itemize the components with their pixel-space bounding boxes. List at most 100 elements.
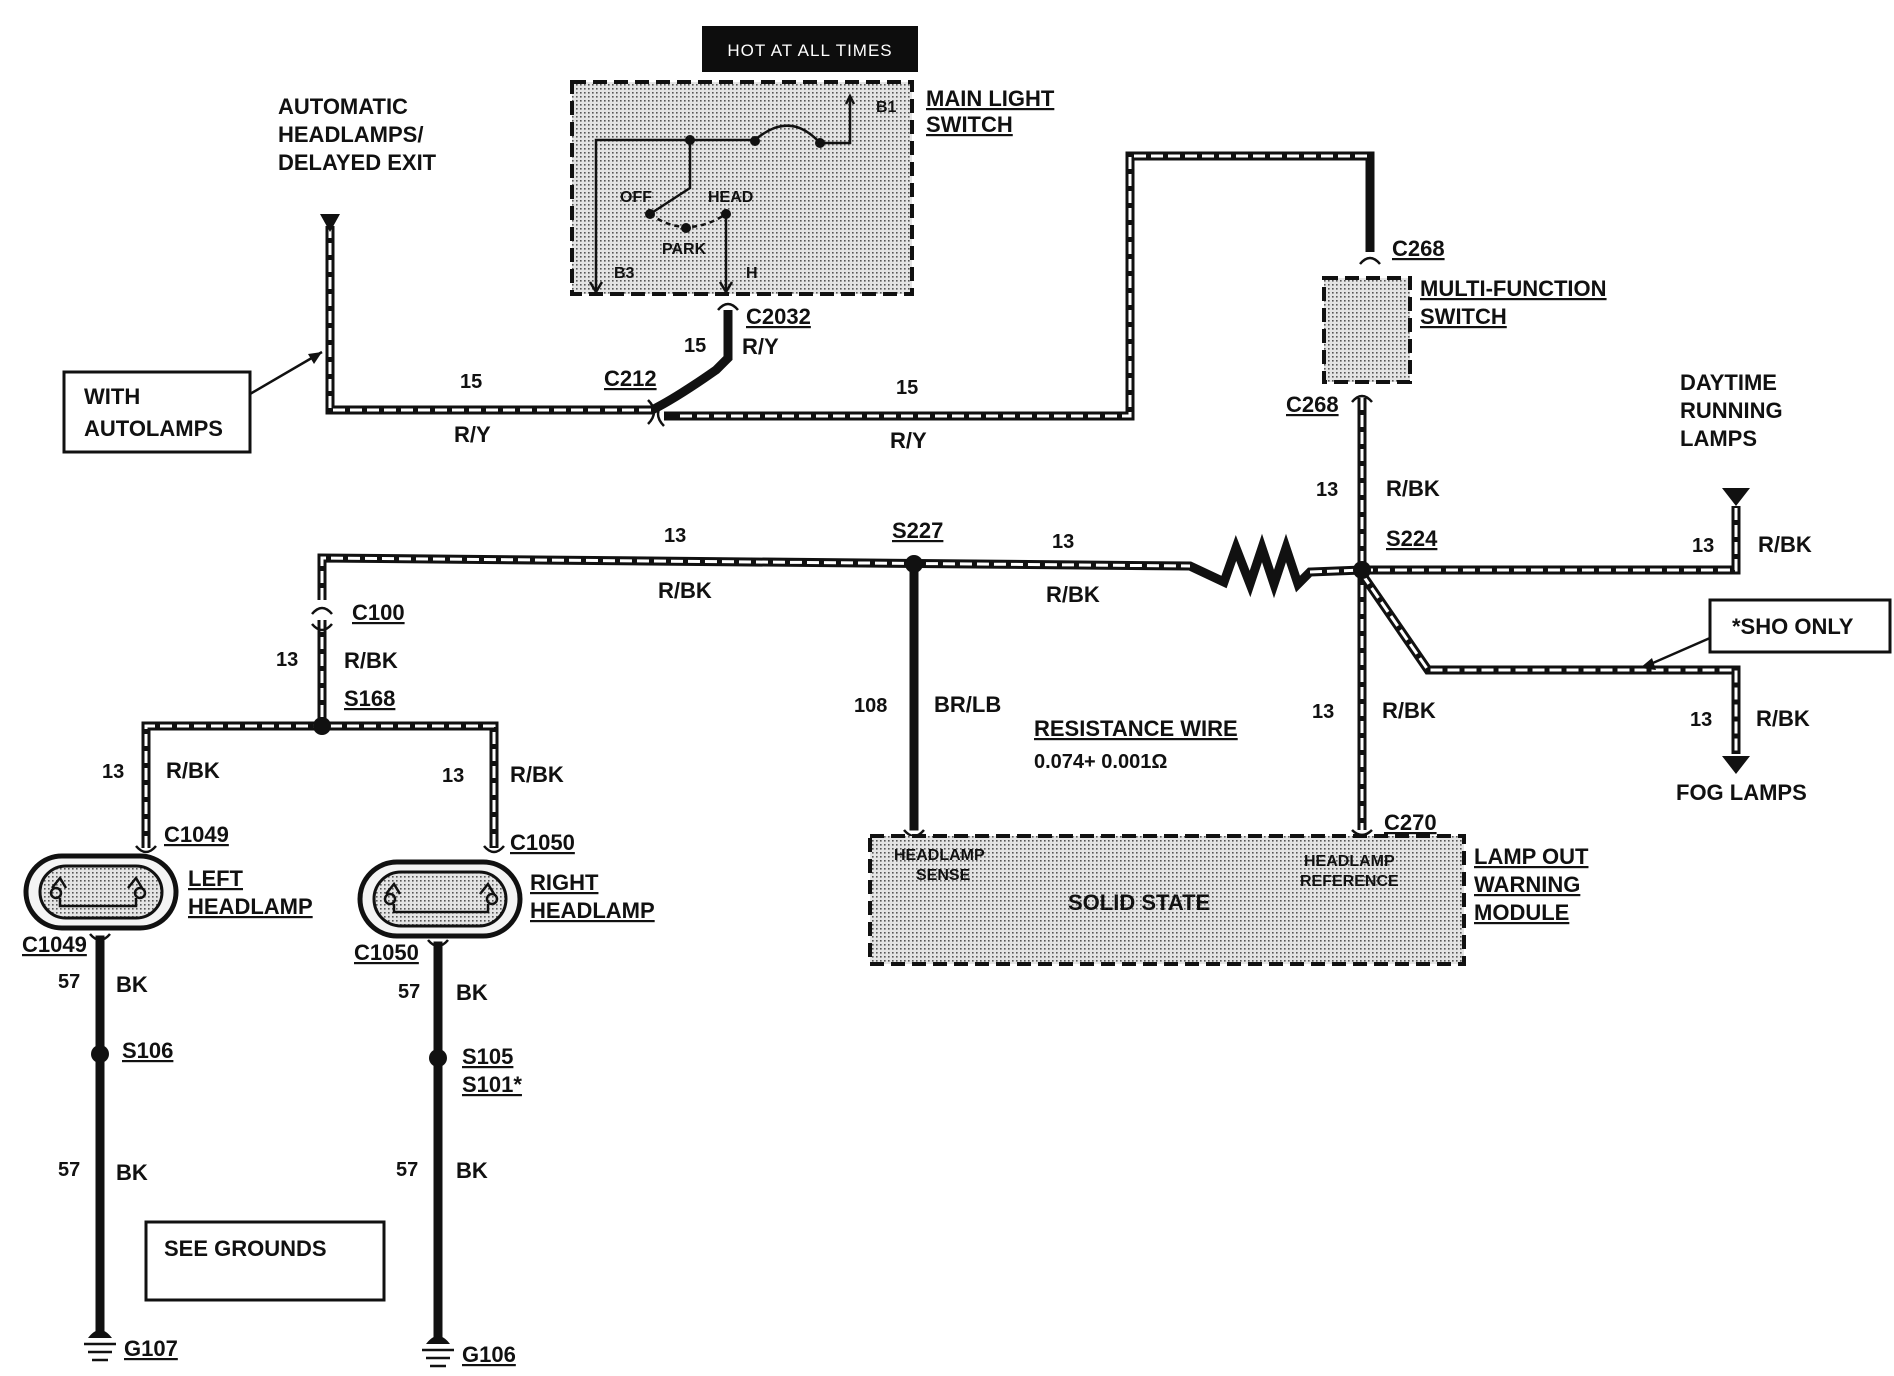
connector-c212: C212	[604, 366, 657, 391]
splice-s168-dot	[313, 717, 331, 735]
solid-state-label: SOLID STATE	[1068, 890, 1210, 915]
ry-wire-circuit-15	[320, 151, 1381, 427]
wire-g106-lower-circuit: 57	[396, 1159, 418, 1181]
automatic-headlamps-label: AUTOMATIC	[278, 94, 408, 119]
pin-b1-label: B1	[876, 99, 897, 116]
wire-drl-color: R/BK	[1758, 532, 1812, 557]
daytime-running-lamps-label-3: LAMPS	[1680, 426, 1757, 451]
connector-c1049-top: C1049	[164, 822, 229, 847]
with-autolamps-label-2: AUTOLAMPS	[84, 416, 223, 441]
wire-c100-circuit: 13	[276, 649, 298, 671]
wire-left-headlamp-color: R/BK	[166, 758, 220, 783]
ground-g107: G107	[124, 1336, 178, 1361]
headlamp-sense-label: HEADLAMP	[894, 847, 985, 864]
autolamp-arrow-icon	[320, 214, 340, 232]
connector-c1049-bottom: C1049	[22, 932, 87, 957]
daytime-running-arrow-icon	[1722, 488, 1750, 506]
wire-g107-upper-color: BK	[116, 972, 148, 997]
connector-c100: C100	[352, 600, 405, 625]
splice-s227: S227	[892, 518, 943, 543]
headlamp-sense-label-2: SENSE	[916, 867, 971, 884]
lamp-out-warning-module	[868, 834, 1466, 966]
wire-top-mid-color: R/BK	[1046, 582, 1100, 607]
multi-function-switch-title: MULTI-FUNCTION	[1420, 276, 1607, 301]
resistance-wire-value: 0.074+ 0.001Ω	[1034, 751, 1167, 773]
main-light-switch: B1 OFF HEAD PARK B3 H	[570, 80, 914, 296]
multi-function-switch	[1322, 276, 1412, 384]
splice-s106: S106	[122, 1038, 173, 1063]
left-headlamp-title-2: HEADLAMP	[188, 894, 313, 919]
sho-only-label: *SHO ONLY	[1732, 614, 1854, 639]
wire-brlb-color: BR/LB	[934, 692, 1001, 717]
wire-c2032-circuit: 15	[684, 335, 706, 357]
wire-g107-lower-circuit: 57	[58, 1159, 80, 1181]
wire-right-ry-circuit: 15	[896, 377, 918, 399]
wire-top-left-color: R/BK	[658, 578, 712, 603]
wire-left-ry-circuit: 15	[460, 371, 482, 393]
main-light-switch-title-2: SWITCH	[926, 112, 1013, 137]
wire-s224-color: R/BK	[1386, 476, 1440, 501]
splice-s105: S105	[462, 1044, 513, 1069]
right-headlamp	[357, 859, 523, 939]
wire-left-ry-color: R/Y	[454, 422, 491, 447]
headlamp-reference-label-2: REFERENCE	[1300, 873, 1399, 890]
connector-c268-bottom: C268	[1286, 392, 1339, 417]
lamp-out-module-title: LAMP OUT	[1474, 844, 1589, 869]
splice-s105-dot	[429, 1049, 447, 1067]
ground-g107-icon	[84, 1330, 116, 1362]
pin-b3-label: B3	[614, 265, 635, 282]
sho-only-pointer	[1645, 636, 1711, 668]
wire-top-left-circuit: 13	[664, 525, 686, 547]
wire-brlb-circuit: 108	[854, 695, 887, 717]
wire-left-headlamp-circuit: 13	[102, 761, 124, 783]
hot-at-all-times-label: HOT AT ALL TIMES	[727, 41, 892, 60]
daytime-running-lamps-label-2: RUNNING	[1680, 398, 1783, 423]
wire-c2032-color: R/Y	[742, 334, 779, 359]
right-headlamp-title-2: HEADLAMP	[530, 898, 655, 923]
main-light-switch-title: MAIN LIGHT	[926, 86, 1055, 111]
automatic-headlamps-label-2: HEADLAMPS/	[278, 122, 423, 147]
see-grounds-box	[144, 1220, 386, 1302]
ground-g106-icon	[422, 1336, 454, 1368]
wire-right-ry-color: R/Y	[890, 428, 927, 453]
wire-fog-color: R/BK	[1756, 706, 1810, 731]
connector-c270: C270	[1384, 810, 1437, 835]
fog-lamps-label: FOG LAMPS	[1676, 780, 1807, 805]
wire-c270-circuit: 13	[1312, 701, 1334, 723]
switch-head-label: HEAD	[708, 189, 753, 206]
with-autolamps-box	[62, 370, 252, 454]
pin-h-label: H	[746, 265, 758, 282]
wire-right-headlamp-color: R/BK	[510, 762, 564, 787]
wire-g107-upper-circuit: 57	[58, 971, 80, 993]
with-autolamps-label: WITH	[84, 384, 140, 409]
wire-fog-circuit: 13	[1690, 709, 1712, 731]
wire-top-mid-circuit: 13	[1052, 531, 1074, 553]
ground-g106: G106	[462, 1342, 516, 1367]
lamp-out-module-title-3: MODULE	[1474, 900, 1569, 925]
connector-c268-top: C268	[1392, 236, 1445, 261]
hot-at-all-times-banner	[702, 26, 918, 72]
connector-c1050-top: C1050	[510, 830, 575, 855]
left-headlamp	[23, 853, 179, 931]
fog-lamps-arrow-icon	[1722, 756, 1750, 774]
wire-g106-lower-color: BK	[456, 1158, 488, 1183]
connector-c1050-bottom: C1050	[354, 940, 419, 965]
wire-g107-lower-color: BK	[116, 1160, 148, 1185]
connector-c2032: C2032	[746, 304, 811, 329]
splice-s168: S168	[344, 686, 395, 711]
daytime-running-lamps-label: DAYTIME	[1680, 370, 1777, 395]
sho-only-box	[1708, 598, 1892, 654]
splice-s106-dot	[91, 1045, 109, 1063]
splice-s101: S101*	[462, 1072, 522, 1097]
wire-c100-color: R/BK	[344, 648, 398, 673]
autolamps-pointer	[249, 350, 323, 396]
left-headlamp-title: LEFT	[188, 866, 244, 891]
wire-drl-circuit: 13	[1692, 535, 1714, 557]
headlamp-reference-label: HEADLAMP	[1304, 853, 1395, 870]
see-grounds-label: SEE GROUNDS	[164, 1236, 327, 1261]
wire-g106-upper-color: BK	[456, 980, 488, 1005]
resistance-wire-title: RESISTANCE WIRE	[1034, 716, 1238, 741]
splice-s224-dot	[1353, 561, 1371, 579]
wire-g106-upper-circuit: 57	[398, 981, 420, 1003]
